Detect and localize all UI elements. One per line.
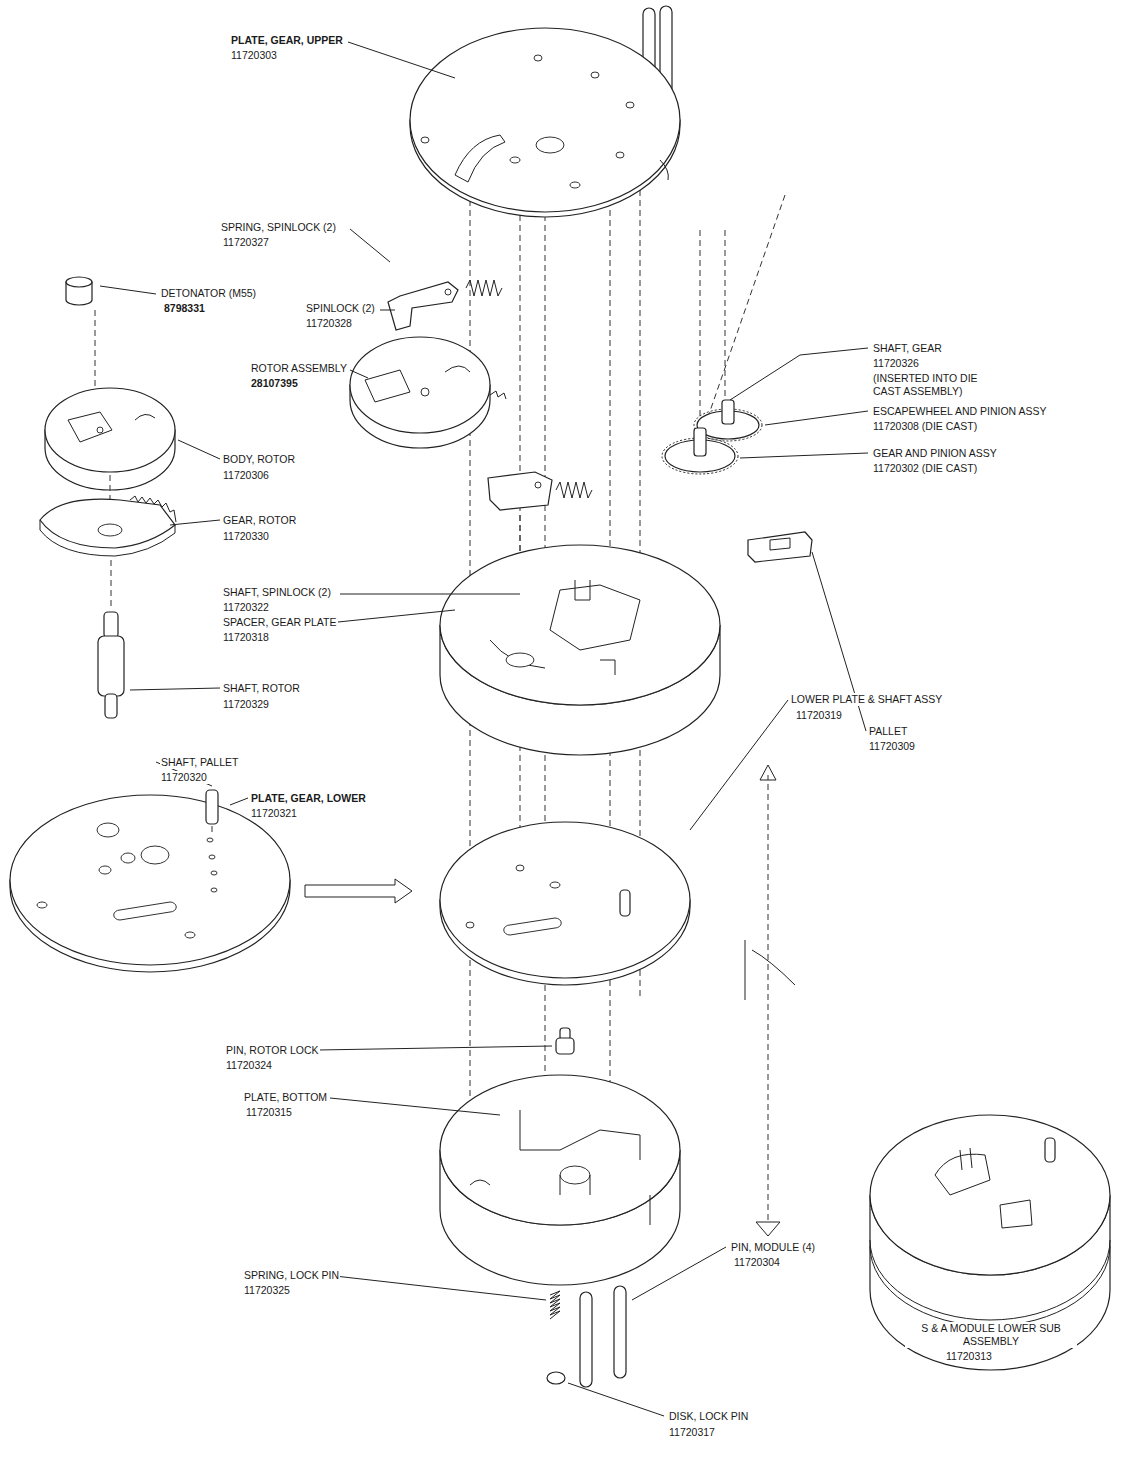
lock-pin-disk: [547, 1372, 565, 1384]
part-number: 11720328: [305, 317, 353, 330]
part-number: 11720318: [222, 631, 270, 644]
part-number: 11720321: [250, 807, 298, 820]
bottom-plate: [440, 1075, 680, 1285]
part-number: 11720303: [230, 49, 278, 62]
gear-and-pinion: [662, 428, 738, 474]
part-name: PLATE, GEAR, UPPER: [230, 34, 344, 47]
part-name: ESCAPEWHEEL AND PINION ASSY: [872, 405, 1048, 418]
part-number: 11720304: [733, 1256, 781, 1269]
transfer-arrow: [305, 879, 412, 903]
rotor-shaft: [98, 612, 124, 718]
part-name: SHAFT, ROTOR: [222, 682, 301, 695]
part-number: 11720326: [872, 357, 920, 370]
part-name: SHAFT, GEAR: [872, 342, 943, 355]
module-pin: [580, 1292, 592, 1387]
detonator: [66, 277, 92, 305]
part-name: BODY, ROTOR: [222, 453, 296, 466]
part-number: 11720329: [222, 698, 270, 711]
rotor-lock-pin: [556, 1028, 574, 1054]
part-number: 28107395: [250, 377, 299, 390]
part-number: 11720320: [160, 771, 208, 784]
lower-sub-assembly: [870, 1115, 1110, 1370]
part-name: LOWER PLATE & SHAFT ASSY: [790, 693, 943, 706]
part-name: PALLET: [868, 725, 908, 738]
part-number: 11720330: [222, 530, 270, 543]
rotor-body: [45, 388, 175, 490]
part-name: GEAR AND PINION ASSY: [872, 447, 998, 460]
part-name: DETONATOR (M55): [160, 287, 257, 300]
part-name: PLATE, GEAR, LOWER: [250, 792, 367, 805]
spacer-gear-plate: [440, 545, 720, 755]
part-number: 11720317: [668, 1426, 716, 1439]
lower-gear-plate: [10, 795, 290, 972]
lower-plate-shaft-assy: [440, 822, 690, 985]
part-name: S & A MODULE LOWER SUB ASSEMBLY: [905, 1322, 1077, 1348]
part-number: 11720306: [222, 469, 270, 482]
part-number: 11720319: [795, 709, 843, 722]
part-name: SHAFT, SPINLOCK (2): [222, 586, 332, 599]
lock-pin-spring: [550, 1291, 560, 1319]
part-name: PLATE, BOTTOM: [243, 1091, 328, 1104]
part-name: ROTOR ASSEMBLY: [250, 362, 348, 375]
rotor-assembly: [350, 337, 506, 448]
part-name: SPINLOCK (2): [305, 302, 376, 315]
part-name: PIN, ROTOR LOCK: [225, 1044, 320, 1057]
part-number: 11720325: [243, 1284, 291, 1297]
module-pin: [614, 1286, 626, 1378]
part-name: PIN, MODULE (4): [730, 1241, 816, 1254]
part-number: 11720309: [868, 740, 916, 753]
part-number: 11720322: [222, 601, 270, 614]
pallet-shaft: [206, 790, 218, 824]
part-number: 11720315: [245, 1106, 293, 1119]
part-name: SPRING, SPINLOCK (2): [220, 221, 337, 234]
part-number: 11720327: [222, 236, 270, 249]
part-name: GEAR, ROTOR: [222, 514, 297, 527]
pallet: [748, 532, 812, 562]
leader-lines: [100, 42, 868, 1416]
part-number: 11720324: [225, 1059, 273, 1072]
part-number: 11720308 (DIE CAST): [872, 420, 978, 433]
part-name: DISK, LOCK PIN: [668, 1410, 749, 1423]
rotor-gear: [40, 496, 176, 556]
part-name: SPACER, GEAR PLATE: [222, 616, 337, 629]
part-note: (INSERTED INTO DIE CAST ASSEMBLY): [872, 372, 1009, 398]
spinlock: [388, 280, 502, 330]
part-number: 8798331: [163, 302, 206, 315]
part-number: 11720302 (DIE CAST): [872, 462, 978, 475]
part-number: 11720313: [945, 1350, 993, 1363]
part-name: SPRING, LOCK PIN: [243, 1269, 340, 1282]
spinlock: [488, 472, 592, 510]
upper-gear-plate: [410, 28, 680, 217]
part-name: SHAFT, PALLET: [160, 756, 239, 769]
